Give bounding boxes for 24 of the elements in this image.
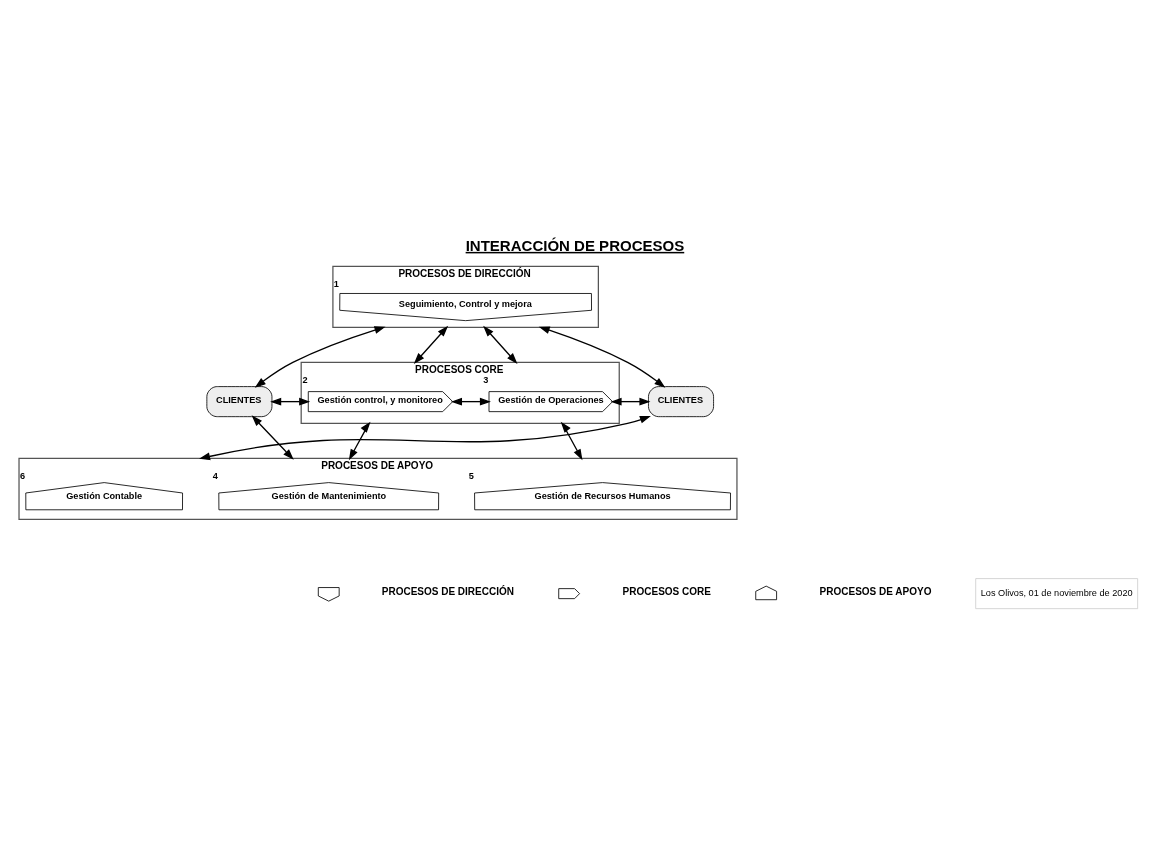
node-label: 1 [333, 278, 339, 289]
legend-label: PROCESOS DE APOYO [819, 585, 932, 597]
legend-label: PROCESOS CORE [622, 585, 711, 597]
arrow [610, 397, 651, 405]
arrow [413, 325, 449, 364]
arrow [560, 421, 583, 460]
diagram-title: INTERACCIÓN DE PROCESOS [465, 236, 685, 254]
label: Los Olivos, 01 de noviembre de 2020 [980, 587, 1133, 598]
node-label: 5 [468, 470, 474, 481]
node-label: 6 [20, 470, 26, 481]
arrow [348, 421, 371, 460]
node-label: 4 [212, 470, 218, 481]
node-box: CLIENTES [648, 385, 714, 417]
arrow [483, 325, 518, 364]
arrow [254, 325, 386, 388]
node-box: CLIENTES [206, 385, 273, 417]
arrow [270, 397, 311, 405]
node-label: 2 [302, 374, 308, 385]
arrow [450, 397, 491, 405]
arrow [251, 414, 294, 460]
node-label: 3 [483, 374, 489, 385]
legend-label: PROCESOS DE DIRECCIÓN [381, 585, 514, 597]
arrow [538, 326, 666, 388]
arrow [199, 415, 651, 460]
